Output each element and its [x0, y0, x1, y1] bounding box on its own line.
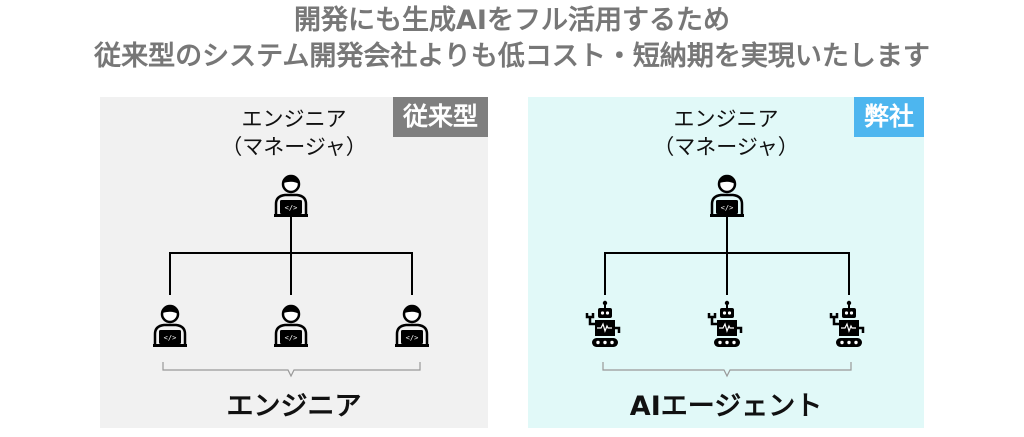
robot-icon	[585, 299, 621, 349]
manager-label-line1: エンジニア	[673, 107, 779, 131]
group-brace	[162, 362, 421, 378]
manager-engineer-icon	[708, 174, 746, 218]
traditional-panel: 従来型 エンジニア （マネージャ） エンジニア	[100, 97, 488, 428]
our-company-panel: 弊社 エンジニア （マネージャ） AIエージェント	[528, 97, 924, 428]
manager-label-line2: （マネージャ）	[653, 135, 799, 159]
engineer-icon	[272, 304, 310, 349]
org-tree-lines	[585, 174, 865, 378]
org-tree-lines	[151, 174, 431, 378]
manager-engineer-icon	[272, 174, 310, 218]
engineer-icon	[151, 304, 189, 349]
manager-label-line2: （マネージャ）	[221, 135, 367, 159]
manager-label: エンジニア （マネージャ）	[528, 105, 924, 161]
headline-line-2: 従来型のシステム開発会社よりも低コスト・短納期を実現いたします	[94, 41, 930, 72]
manager-label-line1: エンジニア	[241, 107, 347, 131]
headline-line-1: 開発にも生成AIをフル活用するため	[294, 5, 730, 36]
engineer-icon	[393, 304, 431, 349]
traditional-badge: 従来型	[392, 97, 488, 137]
robot-icon	[829, 299, 865, 349]
manager-label: エンジニア （マネージャ）	[100, 105, 488, 161]
robot-icon	[707, 299, 743, 349]
our-company-badge: 弊社	[853, 97, 924, 137]
team-label: AIエージェント	[629, 391, 823, 422]
group-brace	[602, 362, 852, 378]
team-label: エンジニア	[226, 391, 362, 422]
